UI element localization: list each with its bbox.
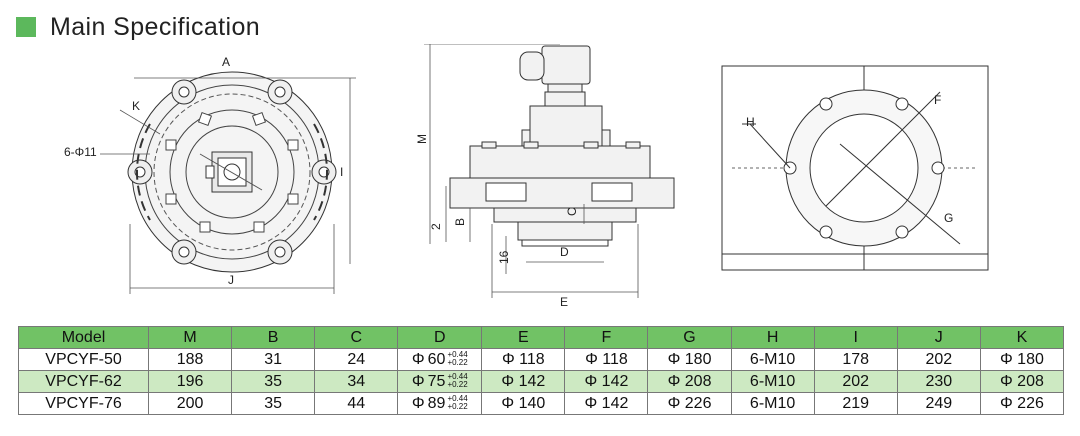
header-square-icon	[16, 17, 36, 37]
cell-B: 35	[231, 392, 316, 415]
specification-table: Model M B C D E F G H I J K VPCYF-50 188…	[18, 326, 1065, 415]
cell-F: Φ 142	[564, 392, 649, 415]
cell-G: Φ 226	[647, 392, 732, 415]
cell-K: Φ 226	[979, 392, 1065, 415]
label-A: A	[222, 55, 230, 69]
label-J: J	[228, 273, 234, 287]
cell-H: 6-M10	[730, 348, 815, 371]
d-value: 89	[427, 394, 446, 412]
cell-I: 219	[813, 392, 898, 415]
column-header: I	[813, 326, 898, 349]
technical-drawing: A K 6-Φ11 I J	[0, 44, 1080, 316]
cell-H: 6-M10	[730, 392, 815, 415]
model-cell: VPCYF-76	[18, 392, 149, 415]
cell-E: Φ 118	[481, 348, 566, 371]
model-cell: VPCYF-62	[18, 370, 149, 393]
label-holes: 6-Φ11	[64, 145, 97, 159]
d-value: 60	[427, 350, 446, 368]
drawing-svg: A K 6-Φ11 I J	[64, 44, 989, 309]
column-header: M	[147, 326, 233, 349]
front-view-drawing: A K 6-Φ11 I J	[64, 55, 356, 294]
label-G: G	[944, 211, 953, 225]
cell-G: Φ 208	[647, 370, 732, 393]
cell-C: 44	[314, 392, 399, 415]
column-header: Model	[18, 326, 149, 349]
cell-M: 188	[147, 348, 233, 371]
table-header-row: Model M B C D E F G H I J K	[18, 326, 1065, 349]
cell-M: 196	[147, 370, 233, 393]
tolerance-upper: +0.44	[447, 372, 468, 382]
phi-symbol: Φ	[411, 372, 425, 390]
valve-body-outline	[127, 71, 337, 273]
label-2: 2	[429, 223, 443, 230]
label-16: 16	[497, 250, 511, 264]
label-I: I	[340, 165, 343, 179]
cell-H: 6-M10	[730, 370, 815, 393]
cell-M: 200	[147, 392, 233, 415]
flange-view-drawing: F H G	[721, 65, 989, 271]
label-M: M	[415, 134, 429, 144]
column-header: C	[314, 326, 399, 349]
cell-E: Φ 142	[481, 370, 566, 393]
phi-symbol: Φ	[411, 350, 425, 368]
column-header: B	[231, 326, 316, 349]
cell-K: Φ 180	[979, 348, 1065, 371]
tolerance: +0.44+0.22	[447, 351, 467, 367]
tolerance-lower: +0.22	[447, 358, 468, 368]
tolerance: +0.44+0.22	[447, 395, 467, 411]
label-D: D	[560, 245, 569, 259]
label-B: B	[453, 218, 467, 226]
front-dimension-lines	[100, 77, 356, 294]
cell-J: 202	[896, 348, 981, 371]
column-header: G	[647, 326, 732, 349]
tolerance-upper: +0.44	[447, 350, 468, 360]
cell-K: Φ 208	[979, 370, 1065, 393]
tolerance-lower: +0.22	[447, 380, 468, 390]
label-F: F	[934, 93, 941, 107]
label-C: C	[565, 207, 579, 216]
cell-C: 34	[314, 370, 399, 393]
cell-F: Φ 118	[564, 348, 649, 371]
cell-B: 35	[231, 370, 316, 393]
side-view-drawing: M B 2 C D 16 E	[415, 44, 675, 309]
section-title: Main Specification	[50, 12, 261, 41]
column-header: J	[896, 326, 981, 349]
column-header: H	[730, 326, 815, 349]
cell-B: 31	[231, 348, 316, 371]
label-H: H	[746, 115, 755, 129]
column-header: F	[564, 326, 649, 349]
cell-E: Φ 140	[481, 392, 566, 415]
label-K: K	[132, 99, 140, 113]
column-header: E	[481, 326, 566, 349]
d-value: 75	[427, 372, 446, 390]
side-dimension-lines	[424, 44, 639, 298]
cell-I: 178	[813, 348, 898, 371]
column-header: K	[979, 326, 1065, 349]
cell-G: Φ 180	[647, 348, 732, 371]
column-header: D	[397, 326, 483, 349]
tolerance-lower: +0.22	[447, 402, 468, 412]
tolerance-upper: +0.44	[447, 394, 468, 404]
label-E: E	[560, 295, 568, 309]
section-header: Main Specification	[16, 10, 260, 44]
phi-symbol: Φ	[411, 394, 425, 412]
cell-F: Φ 142	[564, 370, 649, 393]
cell-J: 249	[896, 392, 981, 415]
cell-J: 230	[896, 370, 981, 393]
cell-C: 24	[314, 348, 399, 371]
model-cell: VPCYF-50	[18, 348, 149, 371]
tolerance: +0.44+0.22	[447, 373, 467, 389]
cell-I: 202	[813, 370, 898, 393]
